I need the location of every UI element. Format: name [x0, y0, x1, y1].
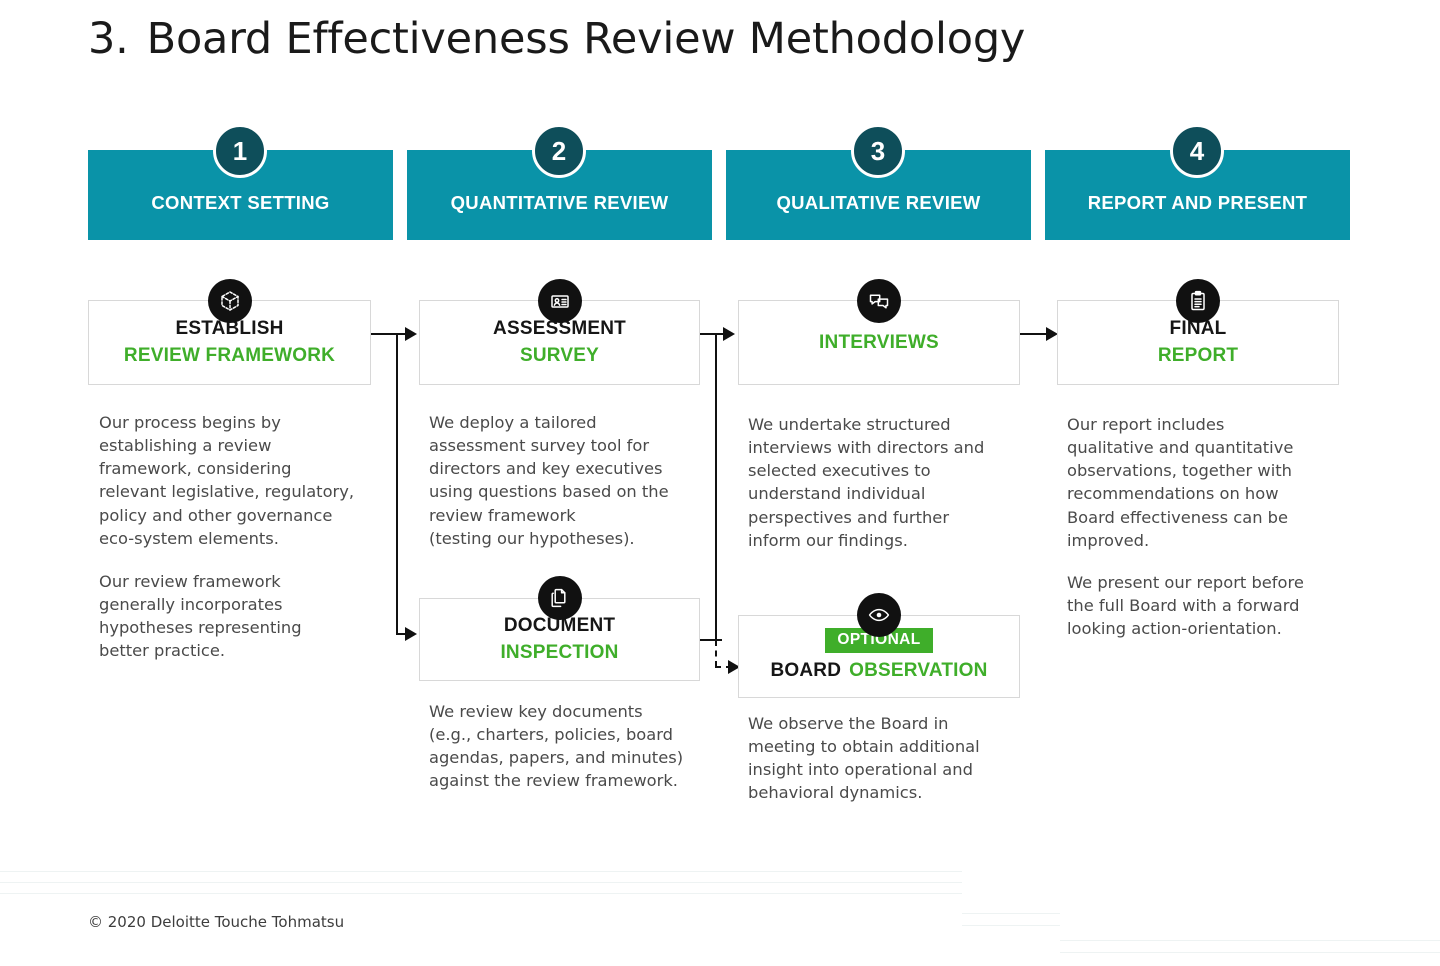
- step-title-accent-2: SURVEY: [520, 344, 599, 366]
- phase-number-3: 3: [870, 136, 886, 166]
- step-card-assessment-survey[interactable]: ASSESSMENT SURVEY: [419, 279, 700, 385]
- phase-number-4: 4: [1189, 136, 1205, 166]
- phase-bar-4[interactable]: REPORT AND PRESENT: [1045, 150, 1350, 240]
- step-title-row-6: BOARD OBSERVATION: [770, 658, 987, 685]
- phase-bar-3[interactable]: QUALITATIVE REVIEW: [726, 150, 1031, 240]
- phase-number-2: 2: [551, 136, 567, 166]
- phase-badge-4: 4: [1170, 124, 1224, 178]
- step-title-primary-4: FINAL: [1169, 317, 1227, 339]
- step-body-1: Our process begins by establishing a rev…: [99, 413, 355, 548]
- arrow-to-interviews: [723, 327, 735, 341]
- arrow-to-assessment-survey: [405, 327, 417, 341]
- step-title-accent-1: REVIEW FRAMEWORK: [123, 344, 336, 366]
- documents-icon: [538, 576, 582, 620]
- connector-1-to-survey: [396, 333, 412, 335]
- phase-label-1: CONTEXT SETTING: [151, 192, 330, 213]
- step-body-2: We deploy a tailored assessment survey t…: [429, 413, 669, 548]
- step-title-accent-5: INSPECTION: [500, 641, 619, 663]
- connector-optional-vertical: [715, 640, 717, 667]
- page-title-text: Board Effectiveness Review Methodology: [146, 14, 1026, 64]
- phase-label-3: QUALITATIVE REVIEW: [776, 192, 981, 213]
- clipboard-icon: [1176, 279, 1220, 323]
- copyright-text: © 2020 Deloitte Touche Tohmatsu: [88, 913, 345, 931]
- step-title-accent-4: REPORT: [1157, 344, 1239, 366]
- step-title-accent-6: OBSERVATION: [849, 660, 988, 682]
- phase-label-4: REPORT AND PRESENT: [1087, 192, 1308, 213]
- survey-card-icon: [538, 279, 582, 323]
- connector-3-out: [1020, 333, 1052, 335]
- footer-divider-6: [1060, 940, 1440, 941]
- phase-number-1: 1: [232, 136, 248, 166]
- step-card-interviews[interactable]: INTERVIEWS: [738, 279, 1020, 385]
- page-title-number: 3.: [88, 14, 129, 64]
- footer-divider-5: [962, 925, 1060, 926]
- phase-label-2: QUANTITATIVE REVIEW: [450, 192, 669, 213]
- step-title-primary-2: ASSESSMENT: [493, 317, 626, 339]
- step-title-primary-1: ESTABLISH: [175, 317, 284, 339]
- step-card-board-observation[interactable]: OPTIONAL BOARD OBSERVATION: [738, 593, 1020, 698]
- footer-divider-3: [0, 893, 962, 894]
- eye-icon: [857, 593, 901, 637]
- arrow-to-document-inspection: [405, 627, 417, 641]
- step-card-document-inspection[interactable]: DOCUMENT INSPECTION: [419, 576, 700, 681]
- cube-icon: [208, 279, 252, 323]
- footer-divider-4: [962, 913, 1060, 914]
- step-card-final-report[interactable]: FINAL REPORT: [1057, 279, 1339, 385]
- speech-bubbles-icon: [857, 279, 901, 323]
- arrow-to-final-report: [1046, 327, 1058, 341]
- step-body-5: We review key documents (e.g., charters,…: [429, 702, 684, 791]
- step-body-4b: We present our report before the full Bo…: [1067, 573, 1304, 639]
- step-body-3: We undertake structured interviews with …: [748, 415, 985, 550]
- connector-2-out: [700, 333, 725, 335]
- phase-badge-2: 2: [532, 124, 586, 178]
- step-card-establish-review-framework[interactable]: ESTABLISH REVIEW FRAMEWORK: [88, 279, 371, 385]
- step-title-accent-3: INTERVIEWS: [819, 331, 939, 353]
- connector-1-out: [371, 333, 398, 335]
- connector-1-trunk: [396, 333, 398, 635]
- connector-2b-out: [700, 639, 722, 641]
- step-body-1b: Our review framework generally incorpora…: [99, 572, 302, 661]
- arrow-to-board-observation: [728, 660, 740, 674]
- connector-2-trunk: [715, 333, 717, 640]
- step-title-primary-6: BOARD: [770, 660, 842, 682]
- footer-divider-1: [0, 871, 962, 872]
- phase-badge-3: 3: [851, 124, 905, 178]
- connector-optional-horizontal: [715, 666, 732, 668]
- step-body-4: Our report includes qualitative and quan…: [1067, 415, 1294, 550]
- step-title-primary-5: DOCUMENT: [503, 614, 616, 636]
- footer-divider-7: [1060, 952, 1440, 953]
- phase-badge-1: 1: [213, 124, 267, 178]
- page-title: 3. Board Effectiveness Review Methodology: [88, 14, 1025, 64]
- connector-1-to-document: [396, 633, 412, 635]
- step-body-6: We observe the Board in meeting to obtai…: [748, 714, 980, 803]
- footer-divider-2: [0, 882, 962, 883]
- optional-badge: OPTIONAL: [825, 628, 933, 654]
